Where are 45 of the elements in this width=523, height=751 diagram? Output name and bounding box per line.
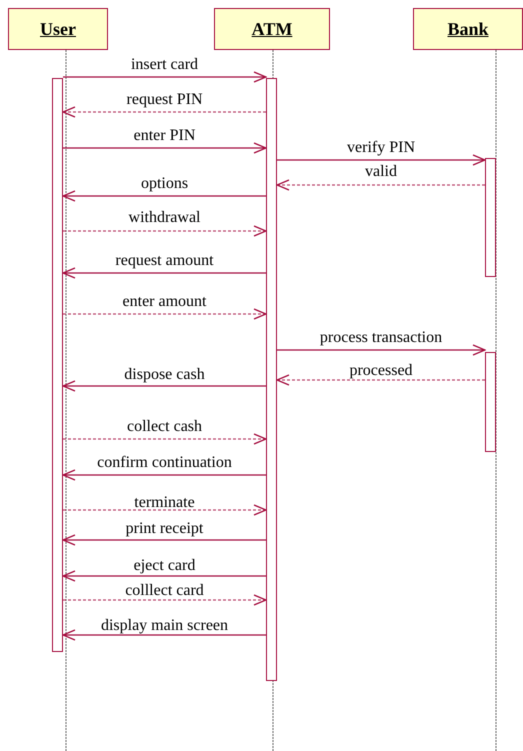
message-arrow (62, 267, 266, 279)
message-label: process transaction (320, 329, 442, 346)
message-label: withdrawal (128, 209, 200, 226)
activation-bar (485, 352, 496, 452)
activation-bar (485, 158, 496, 277)
message-label: colllect card (125, 582, 204, 599)
message-arrow (277, 154, 486, 166)
message-arrow (63, 71, 267, 83)
message-arrow (62, 106, 266, 118)
message-arrow (62, 629, 266, 641)
message-label: request amount (115, 252, 214, 269)
participant-box: ATM (214, 8, 330, 50)
message-label: collect cash (126, 418, 202, 435)
message-label: valid (365, 163, 397, 180)
message-label: enter amount (122, 293, 206, 310)
message-arrow (63, 308, 267, 320)
message-arrow (63, 142, 267, 154)
activation-bar (52, 78, 63, 652)
message-label: confirm continuation (97, 454, 232, 471)
message-label: terminate (134, 494, 195, 511)
message-label: verify PIN (347, 139, 415, 156)
participant-box: User (8, 8, 108, 50)
message-label: request PIN (126, 91, 202, 108)
message-arrow (276, 374, 485, 386)
message-arrow (62, 469, 266, 481)
message-arrow (63, 433, 267, 445)
message-label: options (140, 175, 188, 192)
message-arrow (277, 344, 486, 356)
message-arrow (62, 380, 266, 392)
participant-box: Bank (413, 8, 523, 50)
message-arrow (62, 190, 266, 202)
message-label: dispose cash (124, 366, 205, 383)
message-label: print receipt (126, 520, 204, 537)
message-label: enter PIN (134, 127, 196, 144)
message-arrow (62, 570, 266, 582)
message-arrow (62, 534, 266, 546)
message-label: display main screen (100, 617, 228, 634)
message-label: insert card (130, 56, 198, 73)
message-arrow (63, 225, 267, 237)
message-arrow (63, 594, 267, 606)
message-label: processed (349, 362, 413, 379)
message-label: eject card (134, 557, 196, 574)
message-arrow (276, 179, 485, 191)
message-arrow (63, 504, 267, 516)
activation-bar (266, 78, 277, 681)
